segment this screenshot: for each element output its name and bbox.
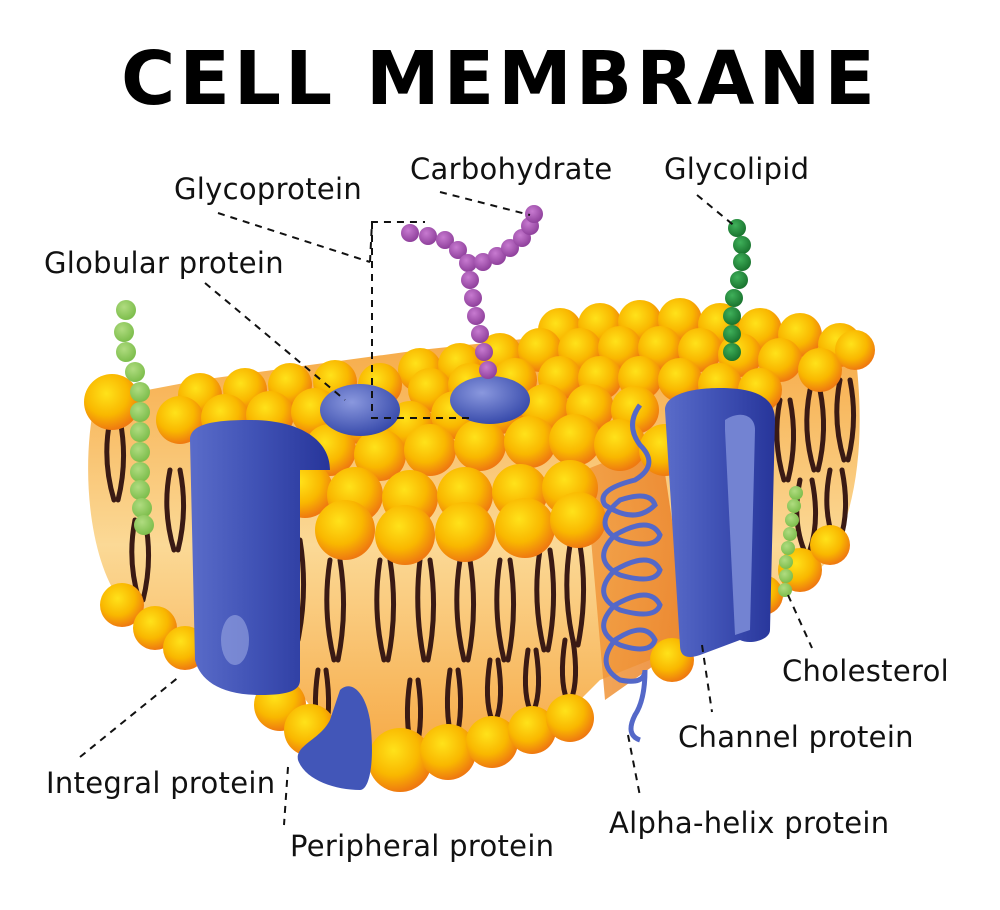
label-carbohydrate: Carbohydrate	[410, 152, 613, 186]
leader-lines	[79, 191, 813, 826]
label-globular-protein: Globular protein	[44, 246, 284, 280]
peripheral-protein-shape	[297, 686, 372, 790]
cholesterol-chain-left	[114, 300, 154, 535]
carbohydrate-chain	[401, 205, 543, 379]
alpha-helix-shape	[600, 403, 663, 743]
page-title: CELL MEMBRANE	[121, 36, 879, 122]
glycoprotein-base-shape	[450, 376, 530, 424]
globular-protein-shape	[320, 384, 400, 436]
label-channel-protein: Channel protein	[678, 720, 914, 754]
channel-protein-shape	[665, 388, 775, 657]
cholesterol-chain-right	[778, 486, 803, 597]
label-cholesterol: Cholesterol	[782, 654, 949, 688]
label-alpha-helix-protein: Alpha-helix protein	[609, 806, 890, 840]
label-glycolipid: Glycolipid	[664, 152, 810, 186]
label-glycoprotein: Glycoprotein	[174, 172, 363, 206]
label-integral-protein: Integral protein	[46, 766, 276, 800]
label-peripheral-protein: Peripheral protein	[290, 829, 555, 863]
